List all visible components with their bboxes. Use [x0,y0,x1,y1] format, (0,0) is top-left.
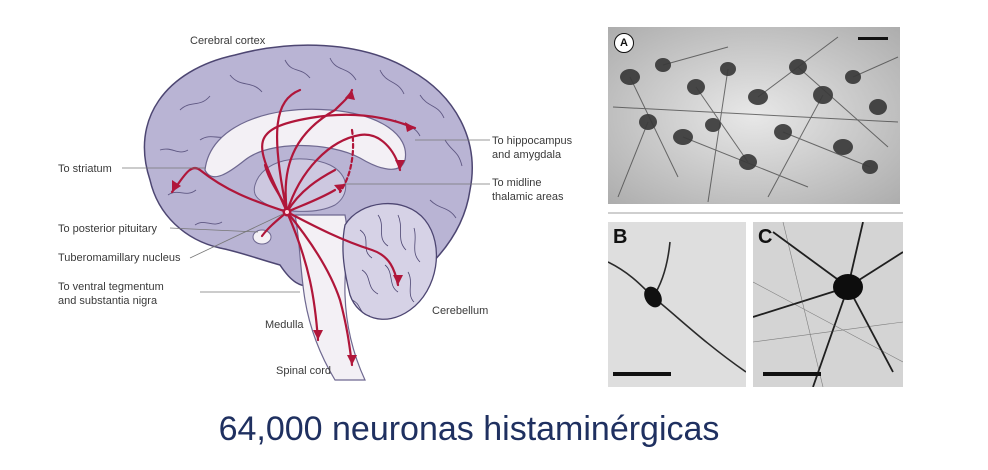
micrograph-panel-a: A [608,27,900,204]
label-to-hippocampus-line1: To hippocampus [492,135,573,147]
label-cerebral-cortex: Cerebral cortex [190,35,266,47]
label-spinal-cord: Spinal cord [276,365,331,377]
panel-divider [608,212,903,214]
micrograph-a-image [608,27,900,204]
scale-bar-b [613,372,671,376]
cerebellum-folia [351,214,421,317]
scale-bar-c [763,372,821,376]
micrograph-b-image [608,222,746,387]
label-to-posterior-pituitary: To posterior pituitary [58,223,158,235]
micrograph-panel-c: C [753,222,903,387]
label-to-hippocampus-line2: and amygdala [492,149,562,161]
micrograph-panel-b: B [608,222,746,387]
label-tuberomammillary-nucleus: Tuberomamillary nucleus [58,252,181,264]
label-to-striatum: To striatum [58,163,112,175]
slide-caption: 64,000 neuronas histaminérgicas [218,410,720,448]
panel-label-c: C [758,226,773,248]
brain-histamine-diagram: Cerebral cortex To striatum To hippocamp… [58,35,573,381]
thalamus-shape [253,158,347,212]
micrograph-c-image [753,222,903,387]
panel-label-a: A [614,33,634,53]
histaminergic-pathways [170,88,417,367]
label-medulla: Medulla [265,319,304,331]
scale-bar-a [858,37,888,40]
leader-lines [122,139,490,293]
panel-label-b: B [613,226,628,248]
label-to-midline-line2: thalamic areas [492,191,564,203]
label-to-midline-line1: To midline [492,177,542,189]
label-to-ventral-line1: To ventral tegmentum [58,281,164,293]
label-cerebellum: Cerebellum [432,305,488,317]
label-to-ventral-line2: and substantia nigra [58,295,158,307]
